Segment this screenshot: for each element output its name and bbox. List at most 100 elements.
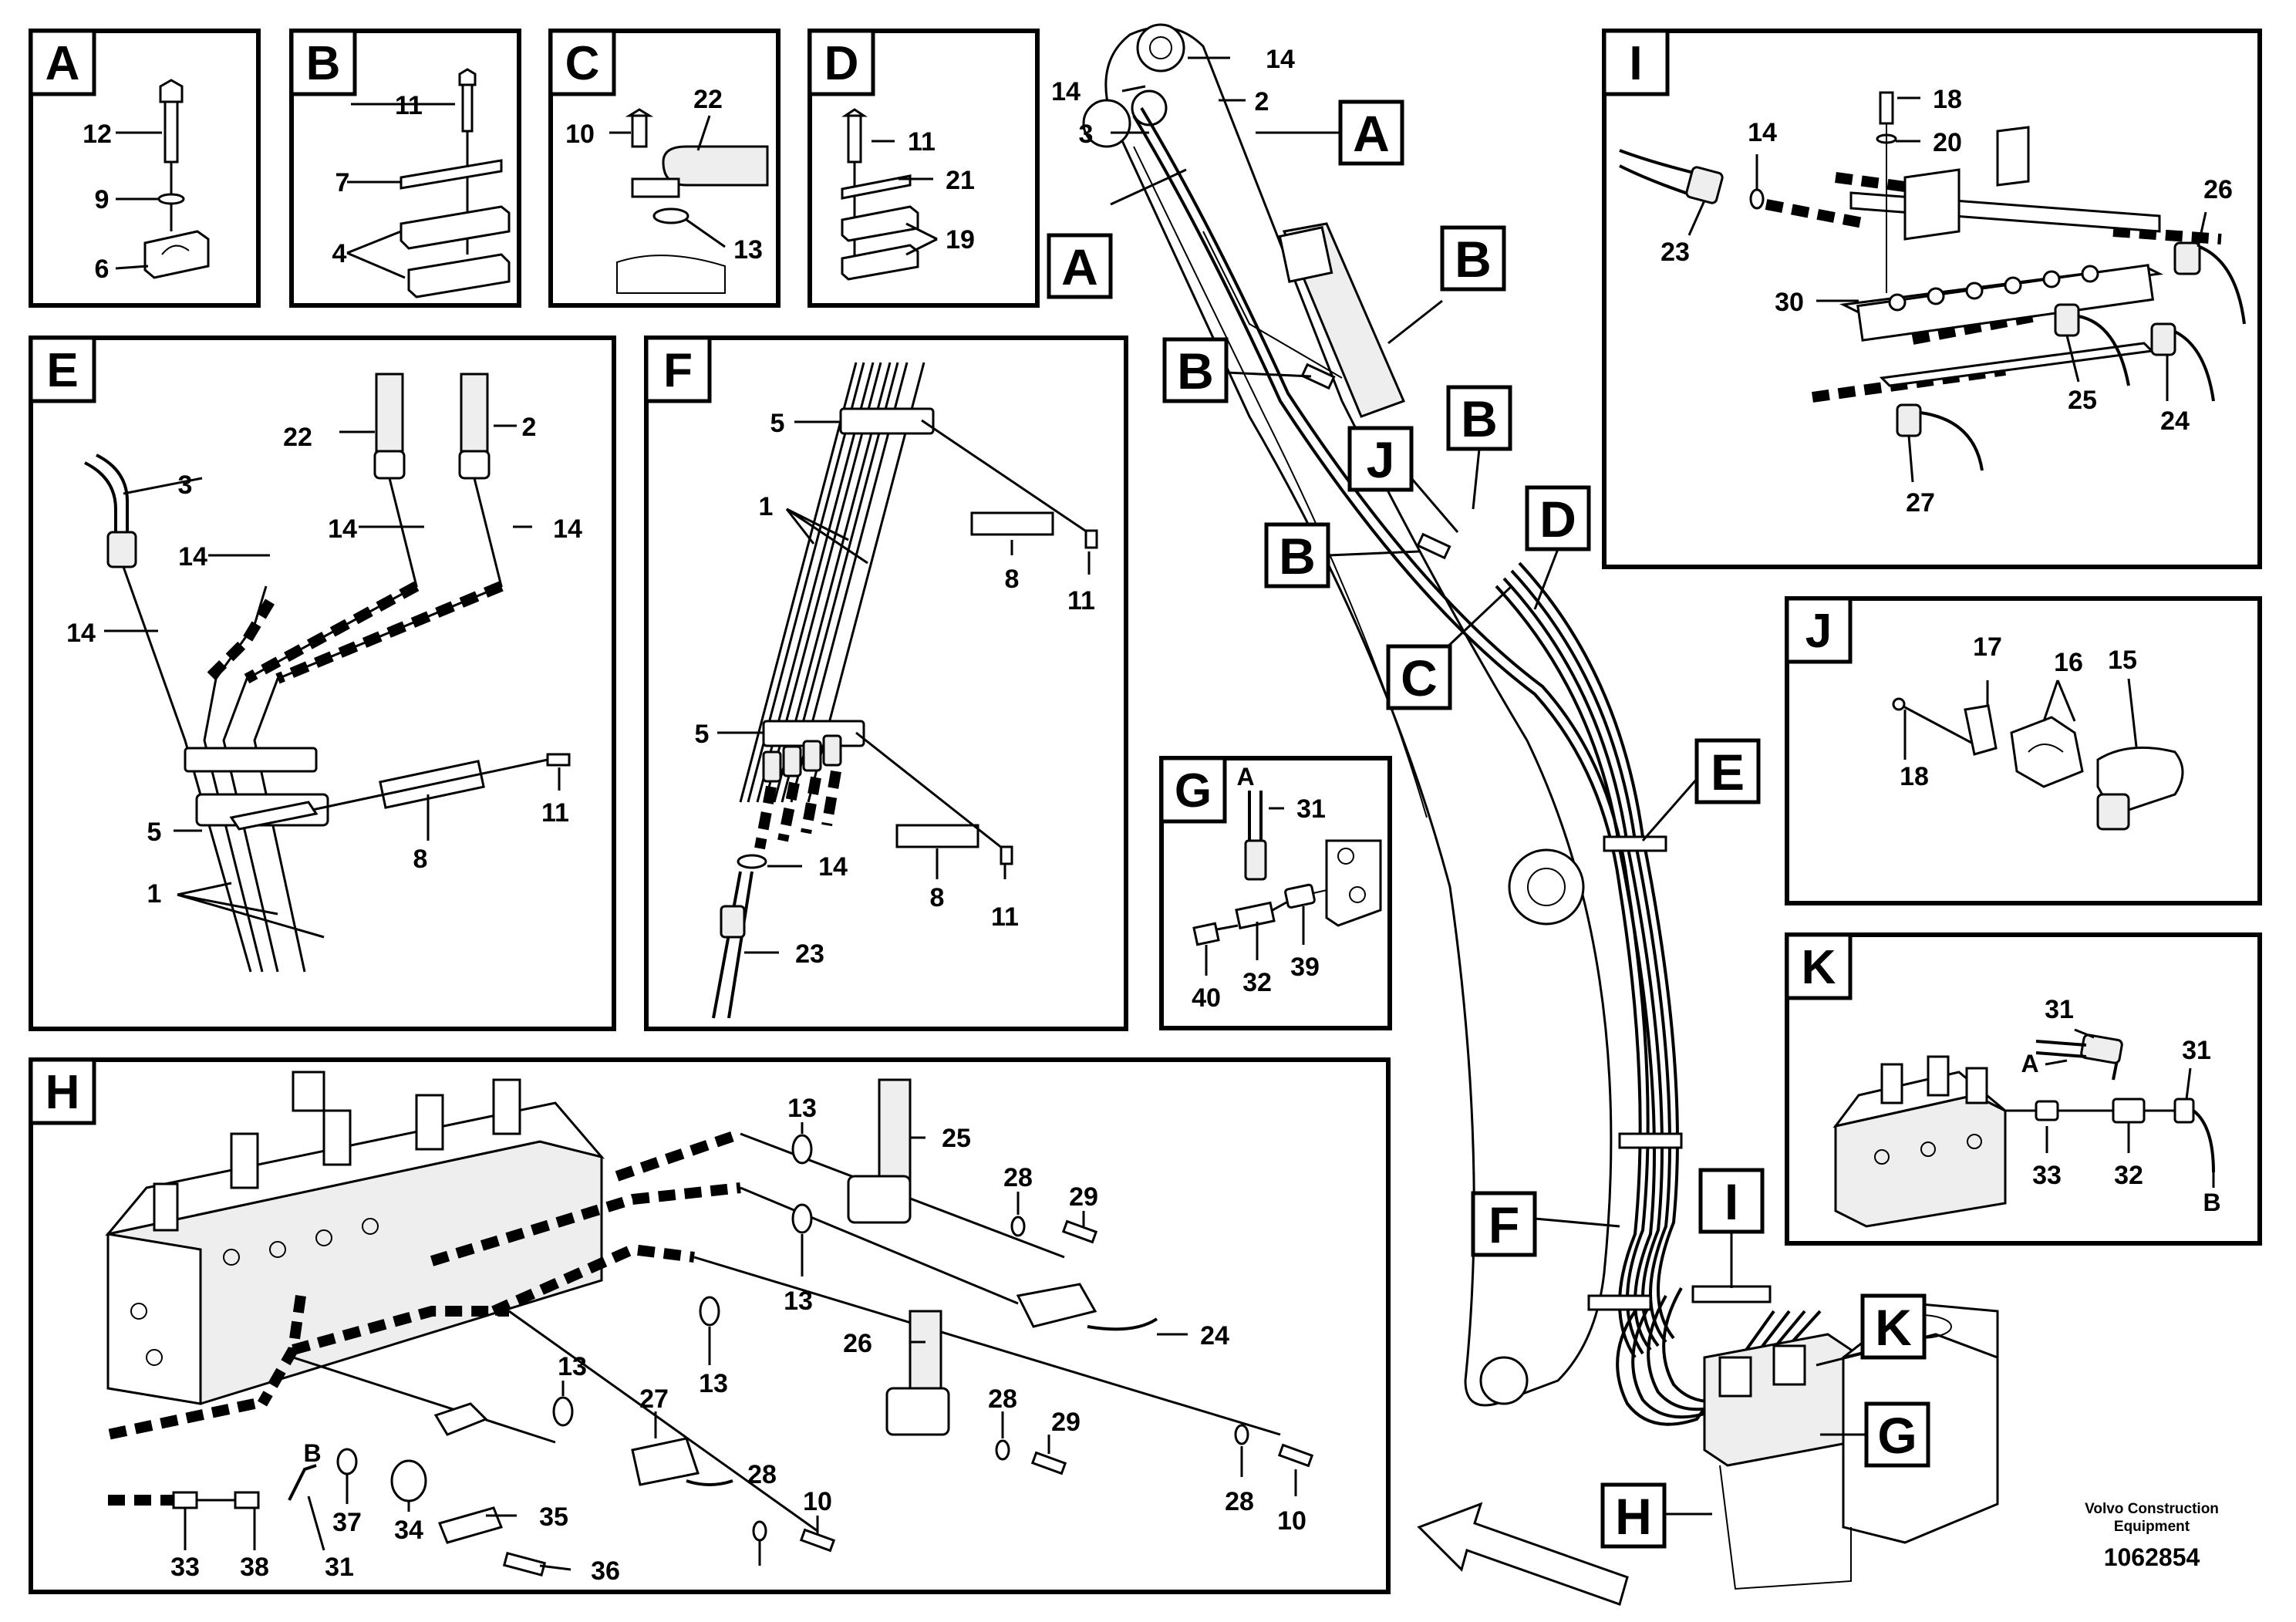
callout-h-28d: 28 — [747, 1460, 777, 1489]
callout-i-27: 27 — [1906, 488, 1935, 518]
callout-i-18: 18 — [1933, 85, 1962, 114]
callout-i-20: 20 — [1933, 128, 1962, 157]
panel-f-letter: F — [663, 344, 693, 397]
panel-b-letter: B — [306, 37, 341, 90]
panel-d-letter: D — [824, 37, 859, 90]
callout-main-3: 3 — [1079, 120, 1094, 149]
panel-g-letter: G — [1175, 764, 1212, 818]
callout-h-35: 35 — [539, 1502, 568, 1532]
callout-f-5a: 5 — [770, 409, 785, 438]
callout-i-30: 30 — [1775, 288, 1804, 317]
callout-d-21: 21 — [946, 166, 975, 195]
callout-c-22: 22 — [693, 85, 723, 114]
callout-h-33: 33 — [170, 1553, 200, 1582]
detail-panel-i: I — [1602, 29, 2262, 569]
label-c: C — [1401, 649, 1438, 706]
callout-f-8a: 8 — [1005, 565, 1020, 594]
label-b-3: B — [1461, 390, 1498, 447]
label-j: J — [1367, 431, 1395, 488]
callout-h-13d: 13 — [558, 1352, 587, 1381]
callout-main-14b: 14 — [1051, 77, 1081, 106]
callout-f-23: 23 — [795, 939, 824, 969]
callout-h-38: 38 — [240, 1553, 269, 1582]
callout-h-13b: 13 — [784, 1286, 813, 1316]
label-g: G — [1877, 1407, 1917, 1464]
callout-j-16: 16 — [2054, 648, 2083, 677]
callout-e-11: 11 — [541, 798, 569, 828]
panel-i-letter: I — [1629, 37, 1642, 90]
document-number: 1062854 — [2104, 1543, 2200, 1571]
callout-g-39: 39 — [1290, 953, 1320, 982]
label-h: H — [1615, 1488, 1652, 1545]
callout-a-9: 9 — [95, 185, 110, 214]
label-b-2: B — [1177, 342, 1214, 400]
callout-i-14: 14 — [1748, 118, 1777, 147]
callout-b-11: 11 — [395, 91, 423, 120]
label-k: K — [1875, 1299, 1912, 1356]
panel-e-letter: E — [46, 344, 78, 397]
label-e: E — [1711, 744, 1745, 801]
callout-h-13c: 13 — [699, 1369, 728, 1398]
callout-e-3: 3 — [178, 470, 193, 500]
brand-line-2: Equipment — [2114, 1519, 2190, 1535]
callout-h-10a: 10 — [1277, 1506, 1306, 1536]
callout-e-14a: 14 — [328, 514, 357, 544]
callout-i-23: 23 — [1660, 238, 1690, 267]
callout-e-8: 8 — [413, 845, 428, 874]
callout-e-22: 22 — [283, 423, 312, 452]
panel-c-letter: C — [565, 37, 600, 90]
callout-k-33: 33 — [2032, 1161, 2062, 1190]
callout-h-27: 27 — [639, 1384, 669, 1414]
callout-b-7: 7 — [335, 168, 350, 197]
callout-f-11a: 11 — [1067, 586, 1095, 615]
callout-main-2: 2 — [1255, 87, 1269, 116]
detail-panel-h: H — [29, 1057, 1391, 1594]
callout-e-14b: 14 — [553, 514, 582, 544]
callout-g-32: 32 — [1242, 968, 1272, 997]
callout-e-2: 2 — [522, 413, 537, 442]
callout-f-8b: 8 — [930, 883, 945, 912]
brand-line-1: Volvo Construction — [2085, 1501, 2219, 1517]
callout-i-25: 25 — [2068, 386, 2097, 415]
callout-h-28c: 28 — [1225, 1487, 1254, 1516]
panel-h-letter: H — [46, 1066, 80, 1119]
main-labels: A A B B B J B C D E — [1047, 99, 1930, 1549]
callout-h-26: 26 — [843, 1329, 872, 1358]
main-callouts: 14 14 2 3 — [1051, 45, 1295, 149]
callout-h-29b: 29 — [1051, 1408, 1081, 1437]
callout-h-28a: 28 — [1003, 1163, 1033, 1192]
callout-k-b: B — [2203, 1189, 2220, 1216]
callout-j-17: 17 — [1973, 632, 2002, 662]
callout-g-31: 31 — [1296, 794, 1326, 824]
panel-j-letter: J — [1805, 605, 1832, 658]
callout-k-a: A — [2021, 1050, 2038, 1077]
detail-panel-b: B 11 7 4 — [289, 29, 521, 308]
detail-panel-k: K 31 A 31 33 32 B — [1785, 932, 2262, 1246]
callout-e-5: 5 — [147, 818, 162, 847]
callout-g-40: 40 — [1192, 983, 1221, 1013]
callout-i-24: 24 — [2160, 406, 2190, 436]
footer: Volvo Construction Equipment 1062854 — [2085, 1501, 2219, 1571]
callout-h-34: 34 — [394, 1516, 423, 1545]
callout-c-10: 10 — [565, 120, 595, 149]
callout-h-29a: 29 — [1069, 1182, 1098, 1212]
callout-h-24: 24 — [1200, 1321, 1229, 1351]
callout-k-31b: 31 — [2182, 1036, 2211, 1065]
label-d: D — [1539, 491, 1576, 548]
callout-h-36: 36 — [591, 1556, 620, 1586]
callout-main-14a: 14 — [1266, 45, 1295, 74]
callout-e-14c: 14 — [178, 542, 207, 572]
panel-k-letter: K — [1802, 941, 1836, 994]
label-i: I — [1725, 1173, 1738, 1230]
label-a-2: A — [1061, 238, 1098, 295]
callout-g-a: A — [1236, 763, 1254, 791]
callout-k-32: 32 — [2114, 1161, 2143, 1190]
callout-f-14: 14 — [818, 852, 848, 882]
callout-h-28b: 28 — [988, 1384, 1017, 1414]
callout-e-1: 1 — [147, 879, 162, 909]
label-a-1: A — [1353, 105, 1390, 162]
callout-j-15: 15 — [2108, 646, 2137, 675]
callout-c-13: 13 — [733, 235, 763, 265]
callout-j-18: 18 — [1900, 762, 1929, 791]
callout-f-5b: 5 — [695, 720, 710, 749]
